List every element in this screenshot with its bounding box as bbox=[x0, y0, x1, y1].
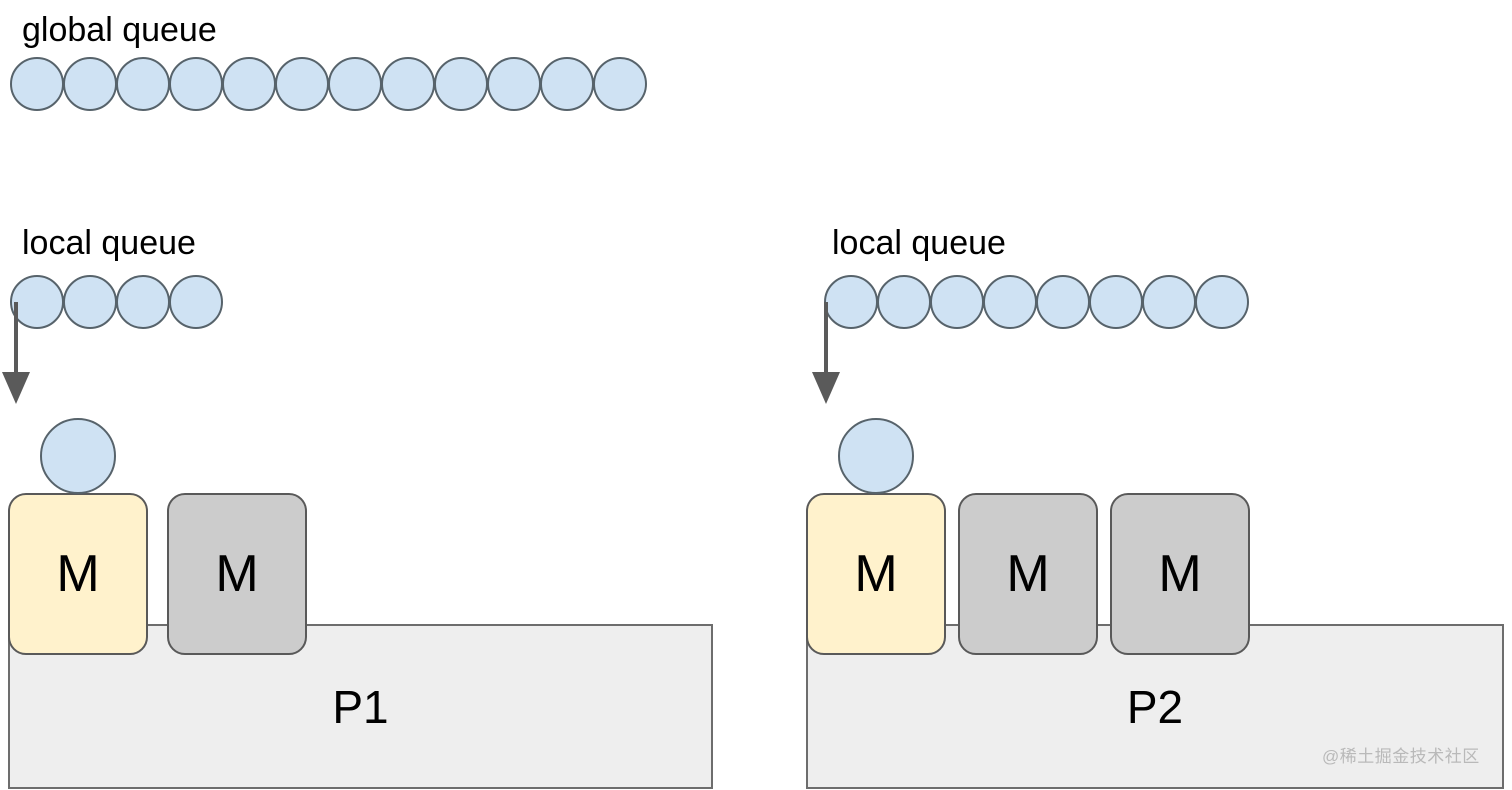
local-queue-p1-item-2 bbox=[116, 275, 170, 329]
local-queue-circles-p2 bbox=[824, 275, 1249, 331]
global-queue-item-2 bbox=[116, 57, 170, 111]
global-queue-item-8 bbox=[434, 57, 488, 111]
goroutine-on-machine-p2-0 bbox=[838, 418, 914, 494]
local-queue-label-p2: local queue bbox=[832, 224, 1006, 262]
local-queue-p1-item-1 bbox=[63, 275, 117, 329]
machine-box-p2-0[interactable]: M bbox=[806, 493, 946, 655]
machine-box-p1-1[interactable]: M bbox=[167, 493, 307, 655]
global-queue-item-5 bbox=[275, 57, 329, 111]
global-queue-label: global queue bbox=[22, 11, 217, 49]
local-queue-p2-item-0 bbox=[824, 275, 878, 329]
local-queue-label-p1: local queue bbox=[22, 224, 196, 262]
processor-label-p2: P2 bbox=[1126, 681, 1184, 733]
global-queue-circles bbox=[10, 57, 647, 113]
global-queue-item-3 bbox=[169, 57, 223, 111]
local-queue-circles-p1 bbox=[10, 275, 223, 331]
global-queue-item-0 bbox=[10, 57, 64, 111]
local-queue-p2-item-1 bbox=[877, 275, 931, 329]
local-queue-p2-item-6 bbox=[1142, 275, 1196, 329]
local-queue-to-machine-arrow-p1 bbox=[2, 302, 30, 404]
local-queue-to-machine-arrow-p2 bbox=[812, 302, 840, 404]
global-queue-item-1 bbox=[63, 57, 117, 111]
global-queue-item-11 bbox=[593, 57, 647, 111]
local-queue-p2-item-5 bbox=[1089, 275, 1143, 329]
local-queue-p2-item-3 bbox=[983, 275, 1037, 329]
goroutine-on-machine-p1-0 bbox=[40, 418, 116, 494]
local-queue-p1-item-0 bbox=[10, 275, 64, 329]
global-queue-item-4 bbox=[222, 57, 276, 111]
global-queue-item-10 bbox=[540, 57, 594, 111]
global-queue-item-6 bbox=[328, 57, 382, 111]
local-queue-p2-item-7 bbox=[1195, 275, 1249, 329]
local-queue-p2-item-4 bbox=[1036, 275, 1090, 329]
global-queue-item-7 bbox=[381, 57, 435, 111]
local-queue-p1-item-3 bbox=[169, 275, 223, 329]
machine-box-p2-2[interactable]: M bbox=[1110, 493, 1250, 655]
watermark: @稀土掘金技术社区 bbox=[1322, 747, 1480, 766]
local-queue-p2-item-2 bbox=[930, 275, 984, 329]
global-queue-item-9 bbox=[487, 57, 541, 111]
machine-box-p2-1[interactable]: M bbox=[958, 493, 1098, 655]
processor-label-p1: P1 bbox=[332, 681, 389, 733]
processor-box-p1: P1 bbox=[8, 624, 713, 789]
machine-box-p1-0[interactable]: M bbox=[8, 493, 148, 655]
